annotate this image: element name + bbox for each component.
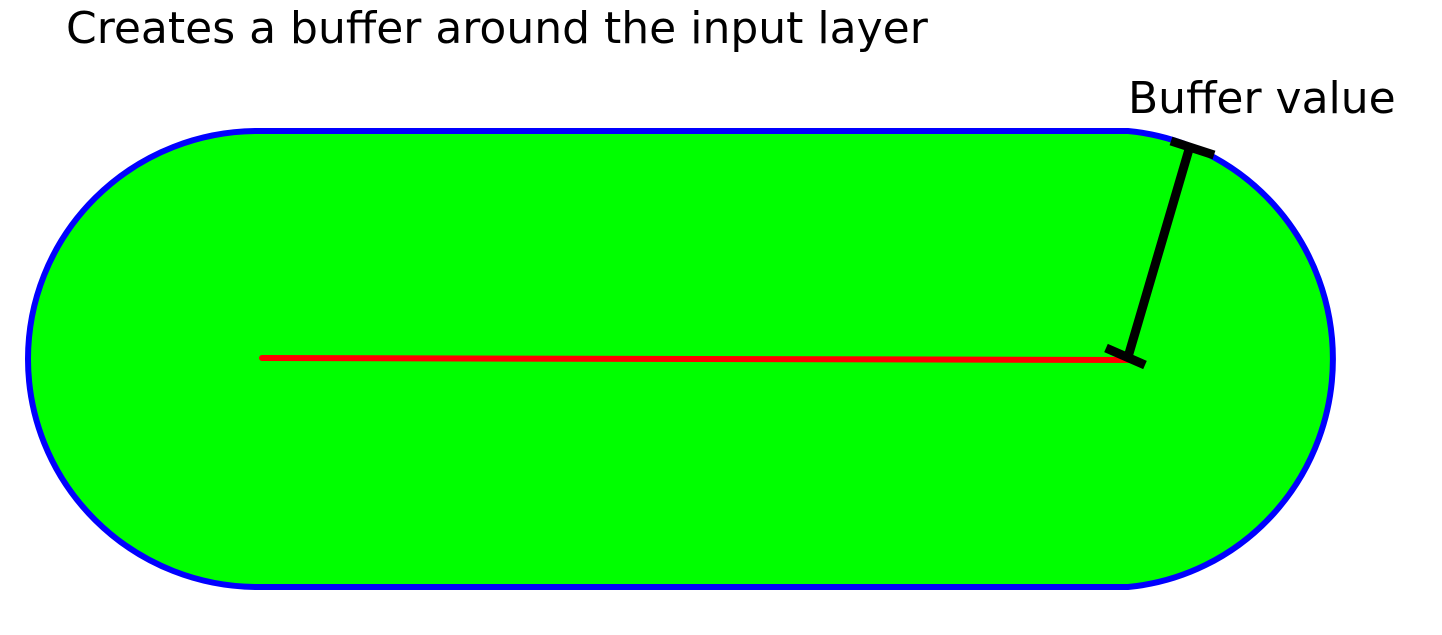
buffer-value-label: Buffer value <box>1128 73 1396 124</box>
buffer-distance-cap-inner <box>1104 343 1147 370</box>
input-line <box>259 355 1139 363</box>
diagram-title: Creates a buffer around the input layer <box>66 3 928 54</box>
buffer-distance-cap-outer <box>1169 136 1216 160</box>
buffer-distance-line <box>1123 144 1195 359</box>
